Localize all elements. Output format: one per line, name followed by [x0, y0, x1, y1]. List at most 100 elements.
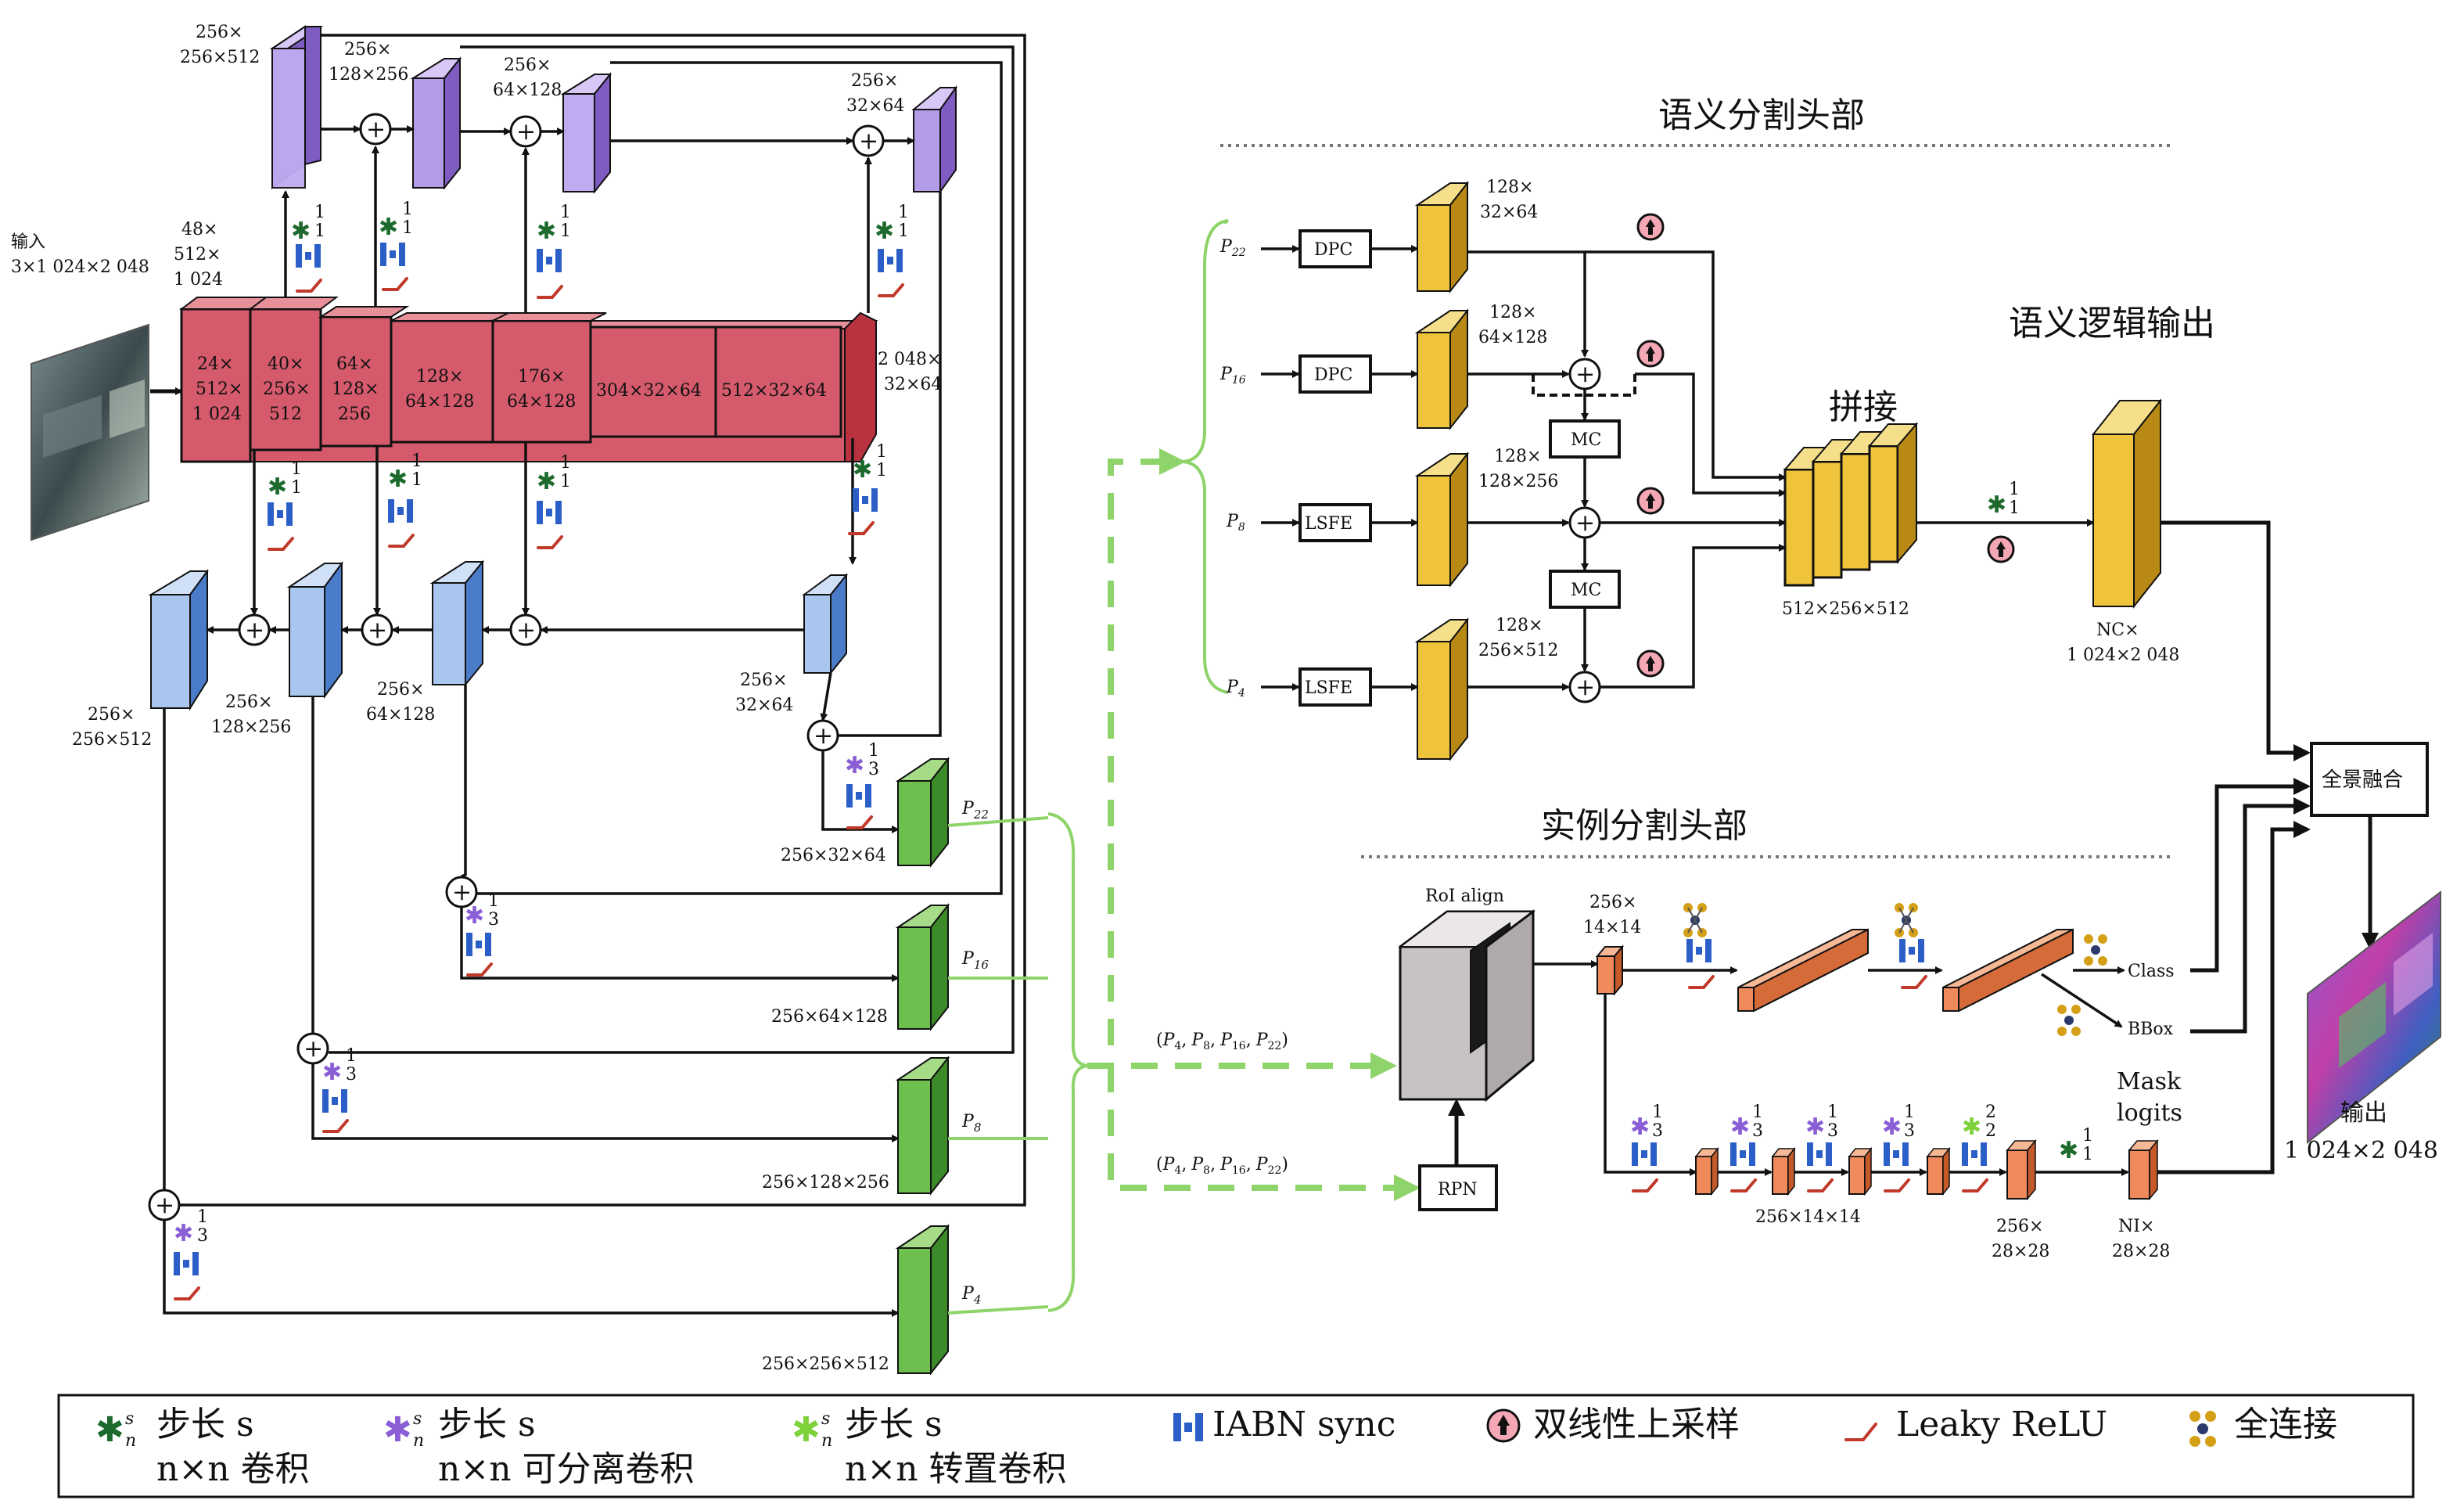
upsample-icon: [1636, 649, 1665, 678]
top-stream-label: 256×: [344, 40, 391, 59]
semantic-input-label: P4: [1226, 678, 1245, 700]
svg-text:✱: ✱: [1962, 1113, 1981, 1141]
rpn-module: RPN: [1418, 1164, 1498, 1211]
svg-text:✱: ✱: [95, 1410, 124, 1450]
iabn-icon: [537, 501, 562, 524]
fpn-size: 256×64×128: [771, 1007, 888, 1027]
svg-text:✱: ✱: [875, 218, 894, 245]
svg-text:步长 s: 步长 s: [156, 1405, 254, 1444]
add-node: +: [1568, 358, 1601, 390]
svg-text:+: +: [1575, 674, 1595, 701]
semantic-size: 64×128: [1478, 328, 1547, 347]
fpn-output-label: P16: [961, 949, 989, 972]
relu-icon: [1901, 975, 1927, 989]
svg-text:P16: P16: [961, 949, 989, 972]
svg-text:1: 1: [411, 451, 422, 471]
svg-text:n×n 可分离卷积: n×n 可分离卷积: [438, 1449, 695, 1489]
dpc-module: DPC: [1298, 229, 1372, 268]
top-stream-label: 256×: [851, 71, 898, 91]
semantic-logits-size: NC×: [2096, 621, 2139, 640]
sep-conv-icon: ✱13: [174, 1207, 208, 1247]
concat-block: [1783, 422, 1919, 587]
iabn-icon: [846, 784, 871, 808]
semantic-head-title: 语义分割头部: [1658, 95, 1865, 135]
encoder-block-label: 1 024: [192, 405, 242, 424]
fpn-output-label: P8: [961, 1112, 981, 1135]
svg-text:✱: ✱: [1805, 1113, 1825, 1141]
output-size: 1 024×2 048: [2284, 1137, 2438, 1164]
semantic-size: 256×512: [1478, 641, 1558, 660]
iabn-icon: [1730, 1142, 1755, 1166]
semantic-input-label: P22: [1219, 237, 1246, 259]
svg-text:Leaky ReLU: Leaky ReLU: [1896, 1405, 2107, 1444]
relu-icon: [1688, 975, 1715, 989]
svg-text:+: +: [452, 879, 472, 906]
svg-text:n: n: [125, 1431, 136, 1451]
svg-text:IABN sync: IABN sync: [1212, 1405, 1395, 1444]
roi-align-label: RoI align: [1425, 887, 1504, 906]
iabn-icon: [388, 499, 413, 523]
iabn-icon: [1962, 1142, 1987, 1166]
svg-text:全连接: 全连接: [2234, 1405, 2337, 1444]
encoder-block-label: 24×: [197, 354, 233, 374]
encoder-first-label: 48×: [181, 220, 217, 239]
conv-icon: ✱11: [875, 203, 909, 245]
svg-text:✱: ✱: [388, 466, 408, 493]
roi-size: 256×: [1589, 893, 1636, 912]
svg-text:1: 1: [2009, 480, 2020, 499]
mask-features: [1694, 1138, 2159, 1201]
svg-text:✱: ✱: [845, 752, 864, 779]
svg-text:1: 1: [560, 472, 571, 491]
svg-text:✱: ✱: [465, 902, 484, 930]
bottom-stream-label: 64×128: [366, 705, 435, 725]
svg-text:✱: ✱: [383, 1410, 412, 1450]
mask-up-size: 28×28: [1992, 1242, 2049, 1261]
legend-item-transpose-conv: ✱ s n 步长 s n×n 转置卷积: [792, 1405, 1067, 1489]
iabn-icon: [1899, 939, 1924, 962]
legend-item-upsample: 双线性上采样: [1486, 1405, 1740, 1444]
svg-text:1: 1: [402, 218, 413, 238]
svg-text:1: 1: [346, 1046, 357, 1066]
svg-text:1: 1: [411, 470, 422, 490]
svg-text:✱: ✱: [1882, 1113, 1902, 1141]
add-node: +: [1568, 506, 1601, 539]
lsfe-module: LSFE: [1298, 503, 1372, 542]
top-stream-label: 64×128: [493, 81, 562, 100]
svg-text:步长 s: 步长 s: [438, 1405, 536, 1444]
svg-text:✱: ✱: [1630, 1113, 1650, 1141]
add-node: +: [509, 115, 542, 148]
encoder-block-label: 64×: [336, 354, 372, 374]
semantic-size: 128×: [1489, 303, 1536, 322]
relu-icon: [296, 279, 322, 293]
fpn-output-label: P22: [961, 799, 989, 822]
svg-text:1: 1: [560, 453, 571, 473]
svg-text:P22: P22: [961, 799, 989, 822]
relu-icon: [848, 521, 875, 535]
fpn-size: 256×128×256: [762, 1173, 889, 1192]
encoder-block-label: 256: [338, 405, 371, 424]
encoder-block-label: 64×128: [507, 392, 576, 412]
semantic-features: [1414, 181, 1470, 761]
bottom-stream-label: 256×: [740, 671, 787, 690]
encoder-block-label: 40×: [268, 354, 304, 374]
svg-text:+: +: [304, 1035, 323, 1063]
svg-text:1: 1: [488, 891, 499, 911]
encoder-block-label: 304×32×64: [596, 381, 702, 401]
encoder-block-label: 128×: [332, 379, 379, 399]
svg-text:1: 1: [898, 203, 909, 222]
svg-text:3: 3: [488, 910, 499, 930]
svg-text:P16: P16: [1219, 365, 1246, 387]
top-stream-label: 32×64: [846, 96, 904, 116]
encoder-block-label: 64×128: [405, 392, 474, 412]
semantic-size: 128×: [1486, 178, 1533, 197]
legend-item-iabn: IABN sync: [1173, 1405, 1395, 1444]
fc-icon: [1683, 903, 1707, 937]
encoder-first-label: 1 024: [174, 270, 223, 290]
bottom-stream-label: 256×: [88, 705, 135, 725]
svg-text:3: 3: [1904, 1121, 1915, 1141]
relu-icon: [322, 1119, 349, 1133]
relu-icon: [878, 283, 904, 297]
svg-text:+: +: [1575, 361, 1595, 388]
semantic-input-label: P16: [1219, 365, 1246, 387]
iabn-icon: [878, 249, 903, 272]
